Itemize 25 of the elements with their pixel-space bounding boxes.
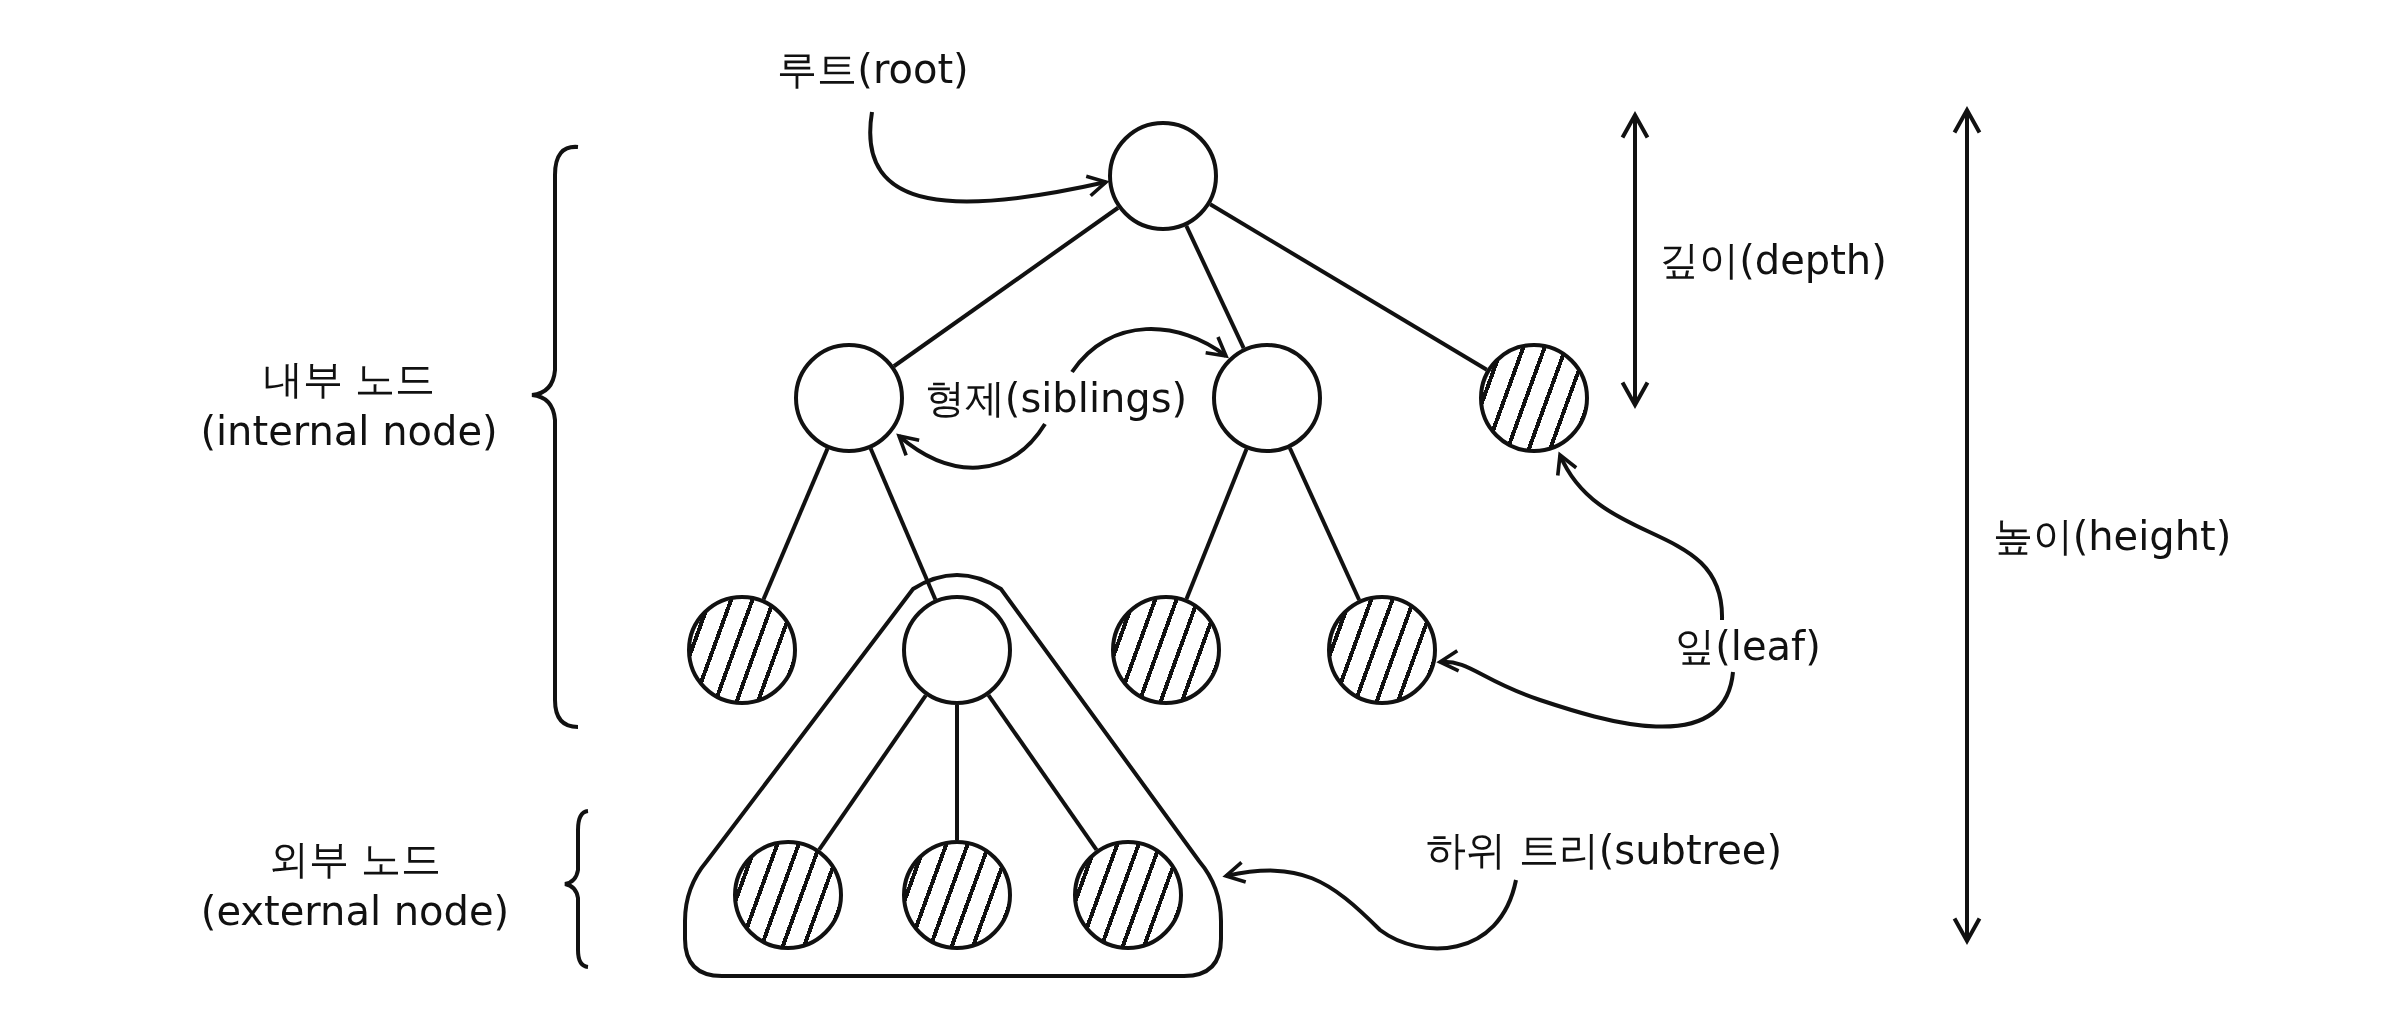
leader-arrow bbox=[1070, 327, 1228, 374]
annotation-text: 하위 트리(subtree) bbox=[1426, 822, 1782, 878]
leader-arrow bbox=[868, 111, 1108, 204]
tree-edge bbox=[1184, 448, 1249, 600]
tree-edge bbox=[1288, 447, 1361, 601]
annotation-text: 잎(leaf) bbox=[1675, 618, 1821, 674]
tree-edge bbox=[1209, 202, 1488, 372]
annotation-text: 내부 노드 (internal node) bbox=[199, 355, 499, 456]
annotation-text: 외부 노드 (external node) bbox=[199, 835, 511, 936]
leader-arrow bbox=[1224, 861, 1518, 951]
leader-arrow bbox=[1558, 453, 1724, 621]
annotation-text: 높이(height) bbox=[1991, 512, 2233, 561]
annotation-text: 루트(root) bbox=[777, 41, 969, 97]
annotation-text: 깊이(depth) bbox=[1658, 236, 1888, 285]
tree-edge bbox=[1184, 224, 1246, 350]
leader-arrow bbox=[897, 422, 1047, 470]
leader-arrow bbox=[1438, 650, 1735, 729]
tree-edge bbox=[892, 206, 1120, 368]
tree-edge bbox=[986, 693, 1099, 852]
tree-edge bbox=[868, 447, 938, 601]
tree-edge bbox=[817, 694, 928, 851]
tree-node bbox=[902, 595, 1012, 705]
tree-edge bbox=[955, 705, 959, 840]
annotation-text: 형제(siblings) bbox=[924, 370, 1188, 426]
tree-edge bbox=[761, 447, 830, 601]
